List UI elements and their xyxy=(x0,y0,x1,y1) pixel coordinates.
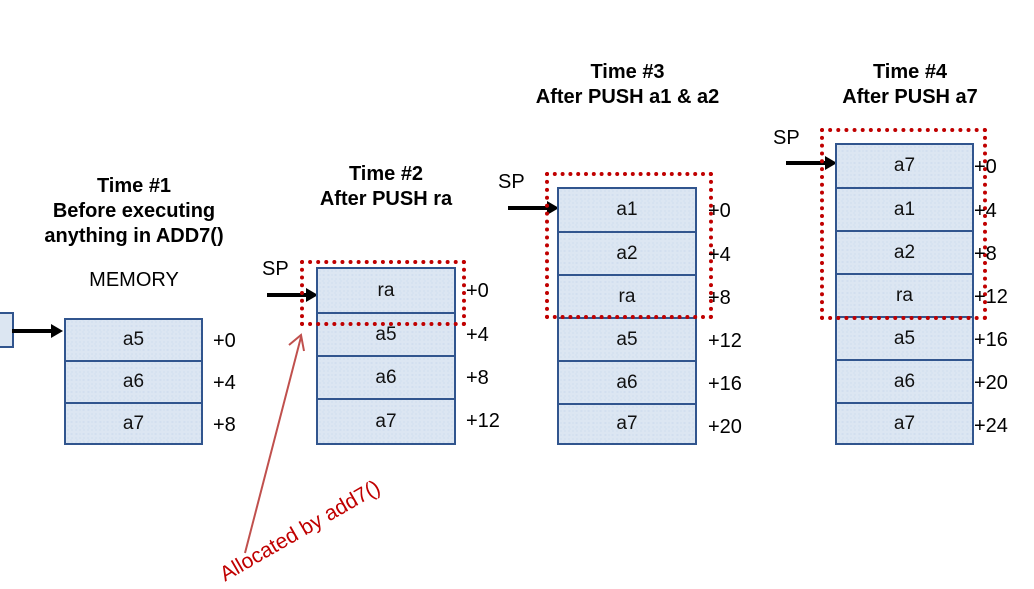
stack-cell-value: ra xyxy=(896,284,913,306)
stack-cell: a2 xyxy=(837,232,972,275)
offset-label: +8 xyxy=(466,367,489,389)
stack-cell-value: a7 xyxy=(122,412,145,434)
stack-cell: a6 xyxy=(837,361,972,404)
heading-line-2: After PUSH ra xyxy=(319,188,453,210)
stack-cell: a7 xyxy=(66,404,201,443)
sp-pointer-arrow-time2 xyxy=(267,288,319,302)
offset-label: +20 xyxy=(708,416,742,438)
offset-label: +16 xyxy=(708,373,742,395)
offset-label: +20 xyxy=(974,372,1008,394)
stack-cell-value: ra xyxy=(377,279,395,301)
stack-cell: a7 xyxy=(837,404,972,443)
column-heading-time3: Time #3 After PUSH a1 & a2 xyxy=(510,60,745,110)
offset-label: +24 xyxy=(974,415,1008,437)
offset-label: +0 xyxy=(466,280,489,302)
stack-cell-value: a2 xyxy=(893,241,916,263)
heading-line-1: Time #2 xyxy=(348,163,424,185)
offset-label: +4 xyxy=(974,200,997,222)
stack-cell-value: a7 xyxy=(893,412,916,434)
stack-cell-value: a6 xyxy=(122,371,145,392)
memory-label-time1: MEMORY xyxy=(89,269,179,291)
stack-cell: ra xyxy=(318,269,454,314)
heading-line-1: Time #3 xyxy=(590,61,665,83)
stack-cell: a5 xyxy=(66,320,201,362)
offset-label: +12 xyxy=(466,410,500,432)
offset-label: +0 xyxy=(974,156,997,178)
stack-cell: ra xyxy=(559,276,695,319)
stack-cell: a1 xyxy=(559,189,695,233)
stack-cell: a6 xyxy=(559,362,695,405)
annotation-text: Allocated by add7() xyxy=(216,475,385,587)
stack-cell-value: a6 xyxy=(375,366,397,388)
heading-line-1: Time #1 xyxy=(96,175,172,197)
column-heading-time4: Time #4 After PUSH a7 xyxy=(795,60,1025,110)
stack-time3: a1 a2 ra a5 a6 a7 xyxy=(557,187,697,445)
stack-time4: a7 a1 a2 ra a5 a6 a7 xyxy=(835,143,974,445)
offset-label: +0 xyxy=(213,330,236,352)
offset-label: +4 xyxy=(213,372,236,394)
offset-label: +8 xyxy=(974,243,997,265)
stack-cell-value: a2 xyxy=(616,242,638,264)
stack-cell: ra xyxy=(837,275,972,318)
stack-cell-value: a1 xyxy=(616,199,638,220)
stack-cell-value: a7 xyxy=(375,410,397,432)
stack-cell-value: a6 xyxy=(893,370,916,392)
stack-time2: ra a5 a6 a7 xyxy=(316,267,456,445)
stack-time1: a5 a6 a7 xyxy=(64,318,203,445)
stack-cell-value: a5 xyxy=(893,327,916,349)
heading-line-2: After PUSH a1 & a2 xyxy=(535,86,720,108)
offset-label: +16 xyxy=(974,329,1008,351)
stack-cell-value: a5 xyxy=(616,328,638,350)
sp-pointer-arrow-time4 xyxy=(786,156,838,170)
stack-cell-value: a7 xyxy=(893,155,916,176)
heading-line-2: Before executing xyxy=(52,200,216,222)
stack-cell-value: a5 xyxy=(122,329,145,350)
stack-cell: a5 xyxy=(837,318,972,361)
sp-pointer-arrow-time1 xyxy=(12,324,64,338)
offset-label: +12 xyxy=(974,286,1008,308)
stack-cell: a6 xyxy=(66,362,201,404)
stack-cell-value: a5 xyxy=(375,323,397,345)
offset-label: +4 xyxy=(466,324,489,346)
heading-line-2: After PUSH a7 xyxy=(842,86,978,108)
stack-cell-value: a7 xyxy=(616,413,638,434)
sp-pointer-arrow-time3 xyxy=(508,201,560,215)
stack-cell: a7 xyxy=(318,400,454,443)
offset-label: +8 xyxy=(708,287,731,309)
sp-label-time3: SP xyxy=(498,171,525,193)
offset-label: +8 xyxy=(213,414,236,436)
stack-cell: a5 xyxy=(559,319,695,362)
stack-cell: a1 xyxy=(837,189,972,232)
stack-cell-value: ra xyxy=(618,285,636,307)
column-heading-time2: Time #2 After PUSH ra xyxy=(271,162,501,212)
column-heading-time1: Time #1 Before executing anything in ADD… xyxy=(19,174,249,249)
offset-label: +0 xyxy=(708,200,731,222)
offset-label: +12 xyxy=(708,330,742,352)
stack-cell: a6 xyxy=(318,357,454,400)
heading-line-3: anything in ADD7() xyxy=(44,225,224,247)
sp-label-time2: SP xyxy=(262,258,289,280)
sp-label-time4: SP xyxy=(773,127,800,149)
heading-line-1: Time #4 xyxy=(872,61,948,83)
stack-cell: a7 xyxy=(559,405,695,443)
stack-cell: a7 xyxy=(837,145,972,189)
offset-label: +4 xyxy=(708,244,731,266)
stack-cell-value: a6 xyxy=(616,371,638,393)
stack-cell: a5 xyxy=(318,314,454,357)
stack-cell: a2 xyxy=(559,233,695,276)
stack-cell-value: a1 xyxy=(893,198,916,220)
